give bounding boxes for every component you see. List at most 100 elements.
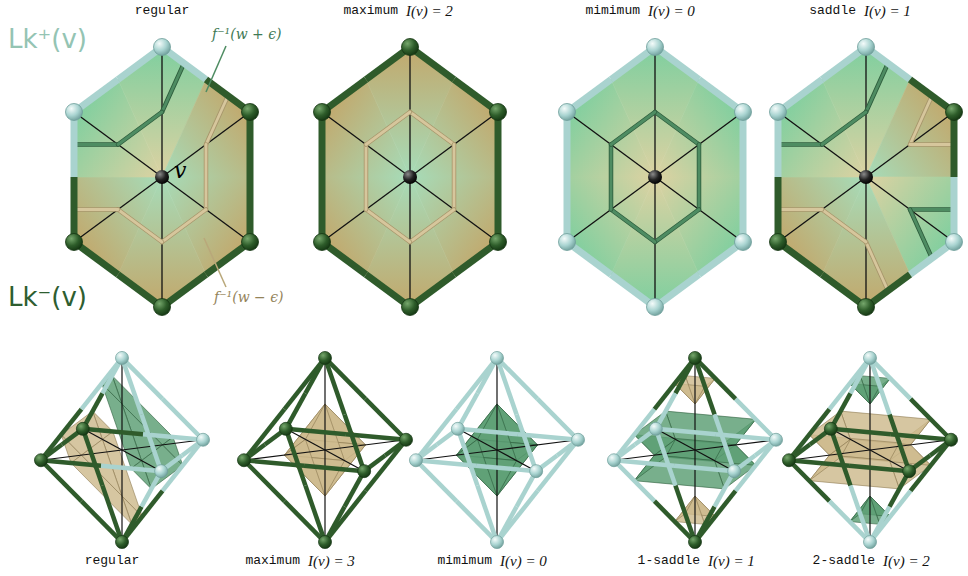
panel-caption: regular xyxy=(85,553,140,569)
link-vertex xyxy=(66,104,83,121)
level-set-outline xyxy=(611,112,655,145)
link-edge xyxy=(122,491,163,542)
link-edge xyxy=(284,358,325,409)
level-set xyxy=(866,242,888,291)
star-edge xyxy=(74,177,162,242)
link-vertex xyxy=(409,454,422,467)
level-set-outline xyxy=(366,210,410,243)
link-edge xyxy=(325,491,366,542)
center-vertex xyxy=(859,170,873,184)
link-edge xyxy=(142,415,162,472)
level-set xyxy=(118,112,162,145)
link-vertex xyxy=(559,104,576,121)
link-vertex xyxy=(858,39,875,56)
level-set xyxy=(205,145,208,210)
link-vertex xyxy=(76,422,89,435)
link-edge xyxy=(789,460,830,501)
link-edge xyxy=(674,466,734,471)
index-label: I(v) = 3 xyxy=(308,552,355,570)
link-edge xyxy=(477,485,497,542)
level-set xyxy=(365,145,368,210)
link-vertex xyxy=(490,104,507,121)
level-set-outline xyxy=(611,210,655,243)
link-vertex xyxy=(903,465,916,478)
star-edge xyxy=(121,450,122,542)
triangle-fill xyxy=(118,47,162,177)
link-edge xyxy=(538,399,579,440)
link-edge xyxy=(71,112,78,177)
link-edge xyxy=(740,177,747,242)
panel-caption: maximum xyxy=(343,3,398,19)
link-vertex xyxy=(116,536,129,549)
link-edge xyxy=(715,415,735,472)
link-edge xyxy=(122,358,142,415)
vertex-star-3d xyxy=(34,351,209,548)
link-edge xyxy=(345,415,365,472)
level-set xyxy=(655,112,699,145)
link-edge xyxy=(416,460,457,501)
vertex-label: v xyxy=(174,158,186,184)
link-vertex xyxy=(319,351,332,364)
link-vertex xyxy=(946,104,963,121)
link-edge xyxy=(286,429,306,486)
center-vertex xyxy=(648,170,662,184)
level-set-outline xyxy=(162,63,184,112)
link-vertex xyxy=(242,104,259,121)
level-set xyxy=(910,208,954,211)
link-vertex xyxy=(735,104,752,121)
level-set-outline xyxy=(822,112,866,145)
center-vertex xyxy=(155,170,169,184)
link-edge xyxy=(736,399,777,440)
level-surface xyxy=(809,455,899,489)
link-vertex xyxy=(824,422,837,435)
link-edge xyxy=(775,177,782,242)
link-vertex xyxy=(402,299,419,316)
level-set xyxy=(366,210,410,243)
link-edge xyxy=(71,177,78,242)
link-edge xyxy=(319,112,326,177)
level-set-outline xyxy=(697,145,702,210)
triangle-fill xyxy=(74,177,162,242)
level-set xyxy=(910,96,932,145)
level-set-outline xyxy=(74,207,118,212)
panel-caption: regular xyxy=(135,3,190,19)
link-vertex xyxy=(735,234,752,251)
level-set-outline xyxy=(910,142,954,147)
link-edge xyxy=(870,491,911,542)
index-label: I(v) = 2 xyxy=(883,552,930,570)
link-vertex xyxy=(34,454,47,467)
index-label: I(v) = 0 xyxy=(500,552,547,570)
triangle-fill xyxy=(866,177,910,307)
level-set-outline xyxy=(118,112,162,145)
link-vertex xyxy=(154,299,171,316)
level-set xyxy=(778,208,822,211)
link-edge xyxy=(850,485,870,542)
link-vertex xyxy=(279,422,292,435)
link-vertex xyxy=(647,299,664,316)
level-set xyxy=(366,112,410,145)
link-edge xyxy=(497,358,517,415)
link-edge xyxy=(656,429,676,486)
link-edge xyxy=(244,460,285,501)
triangle-fill xyxy=(655,177,699,307)
triangle-fill xyxy=(822,47,866,177)
link-vertex xyxy=(237,454,250,467)
triangle-fill xyxy=(410,177,454,307)
vertex-star-3d xyxy=(607,351,782,548)
link-vertex xyxy=(314,104,331,121)
link-edge xyxy=(476,466,536,471)
link-edge xyxy=(695,358,715,415)
link-edge xyxy=(951,177,958,242)
star-edge xyxy=(778,112,866,177)
level-set-outline xyxy=(162,210,206,243)
link-edge xyxy=(247,112,254,177)
link-label: Lk⁺(v) xyxy=(8,24,87,55)
link-edge xyxy=(83,429,143,434)
level-set-outline xyxy=(410,112,454,145)
link-edge xyxy=(870,358,890,415)
level-set-outline xyxy=(910,96,932,145)
level-set xyxy=(698,145,701,210)
link-edge xyxy=(83,429,103,486)
link-edge xyxy=(458,429,478,486)
link-vertex xyxy=(491,536,504,549)
